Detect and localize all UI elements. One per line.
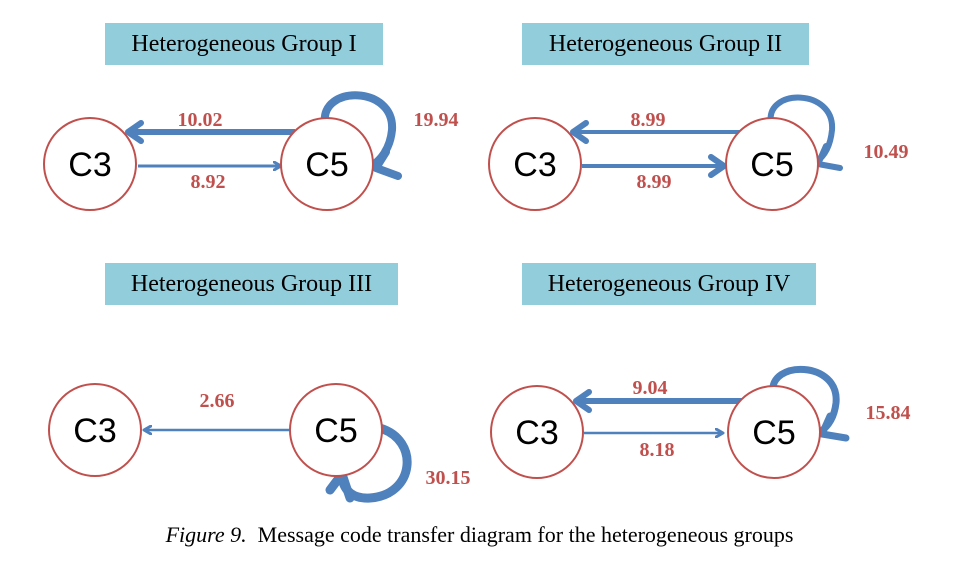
figure-caption: Figure 9. Message code transfer diagram … [0,522,959,548]
group-1-value-c3-to-c5: 8.92 [191,171,226,193]
figure-number: Figure 9. [165,522,247,547]
group-4-self-loop-head [818,412,850,442]
group-3-diagram: C3 C5 2.66 30.15 [48,383,471,503]
group-2-node-c5 [725,117,819,211]
group-1-title: Heterogeneous Group I [105,23,383,65]
group-3-c5-label: C5 [314,412,357,450]
group-1-value-c5-to-c3: 10.02 [178,109,223,131]
group-1-diagram: C3 C5 10.02 8.92 19.94 [43,91,459,211]
group-4-c5-label: C5 [752,414,795,452]
group-4-diagram: C3 C5 9.04 8.18 15.84 [490,365,911,479]
group-4-value-c3-to-c5: 8.18 [640,439,675,461]
group-4-c3-label: C3 [515,414,558,452]
group-3-node-c5 [289,383,383,477]
group-2-c3-label: C3 [513,146,556,184]
group-1-c5-label: C5 [305,146,348,184]
group-1-value-self: 19.94 [414,109,459,131]
group-3-value-self: 30.15 [426,467,471,489]
group-4-title: Heterogeneous Group IV [522,263,816,305]
group-3-title: Heterogeneous Group III [105,263,398,305]
group-1-node-c5 [280,117,374,211]
group-3-c3-label: C3 [73,412,116,450]
group-3-node-c3 [48,383,142,477]
group-2-diagram: C3 C5 8.99 8.99 10.49 [488,94,909,211]
group-1-node-c3 [43,117,137,211]
group-4-value-self: 15.84 [866,402,911,424]
group-2-value-c3-to-c5: 8.99 [637,171,672,193]
group-2-value-self: 10.49 [864,141,909,163]
group-1-self-loop-head [372,148,402,180]
group-4-value-c5-to-c3: 9.04 [633,377,668,399]
group-2-value-c5-to-c3: 8.99 [631,109,666,131]
group-4-node-c3 [490,385,584,479]
group-2-node-c3 [488,117,582,211]
group-2-c5-label: C5 [750,146,793,184]
group-4-node-c5 [727,385,821,479]
group-3-value-c5-to-c3: 2.66 [200,390,235,412]
group-1-c3-label: C3 [68,146,111,184]
group-2-title: Heterogeneous Group II [522,23,809,65]
caption-text: Message code transfer diagram for the he… [257,522,794,547]
